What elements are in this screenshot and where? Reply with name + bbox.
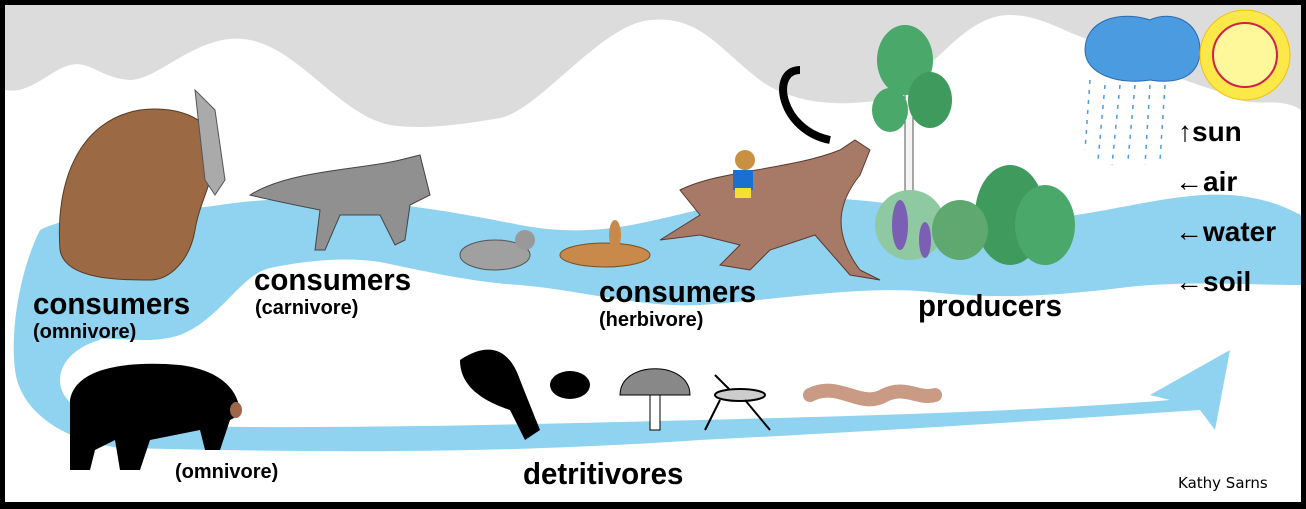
cloud-with-rain <box>1084 15 1201 166</box>
input-soil: ←soil <box>1175 268 1251 296</box>
mosquito <box>704 374 771 431</box>
input-label: soil <box>1203 266 1252 297</box>
input-air: ←air <box>1175 168 1237 196</box>
input-water: ←water <box>1175 218 1276 246</box>
black-bear-omnivore-label: (omnivore) <box>175 461 279 483</box>
gray-wolf <box>248 154 431 251</box>
detritivores-label: detritivores <box>523 456 684 491</box>
left-arrow-icon: ← <box>1175 266 1203 297</box>
input-label: water <box>1203 216 1277 247</box>
black-bear <box>70 363 242 470</box>
artist-signature: Kathy Sarns <box>1178 474 1268 492</box>
shrubs <box>875 165 1075 265</box>
hare <box>559 220 651 268</box>
left-arrow-icon: ← <box>1175 216 1203 247</box>
omnivore-consumers-label: consumers <box>33 286 191 321</box>
up-arrow-icon: ↑ <box>1178 116 1192 147</box>
carnivore-consumers-label: consumers <box>254 262 412 297</box>
sun-icon <box>1199 9 1291 101</box>
input-label: air <box>1203 166 1238 197</box>
beetle <box>550 371 590 399</box>
herbivore-sublabel: (herbivore) <box>599 309 704 331</box>
input-sun: ↑sun <box>1178 118 1242 146</box>
raven <box>460 349 540 440</box>
omnivore-sublabel: (omnivore) <box>33 321 137 343</box>
ptarmigan <box>459 230 535 271</box>
input-label: sun <box>1192 116 1242 147</box>
producers-label: producers <box>918 288 1063 323</box>
mushroom <box>619 368 691 431</box>
caribou-with-mouse <box>659 66 881 281</box>
brown-bear-with-fish <box>58 88 226 281</box>
left-arrow-icon: ← <box>1175 166 1203 197</box>
carnivore-sublabel: (carnivore) <box>255 297 359 319</box>
birch-tree <box>872 25 952 231</box>
sky-mountains <box>5 5 1301 128</box>
herbivore-consumers-label: consumers <box>599 274 757 309</box>
earthworm <box>803 383 942 407</box>
